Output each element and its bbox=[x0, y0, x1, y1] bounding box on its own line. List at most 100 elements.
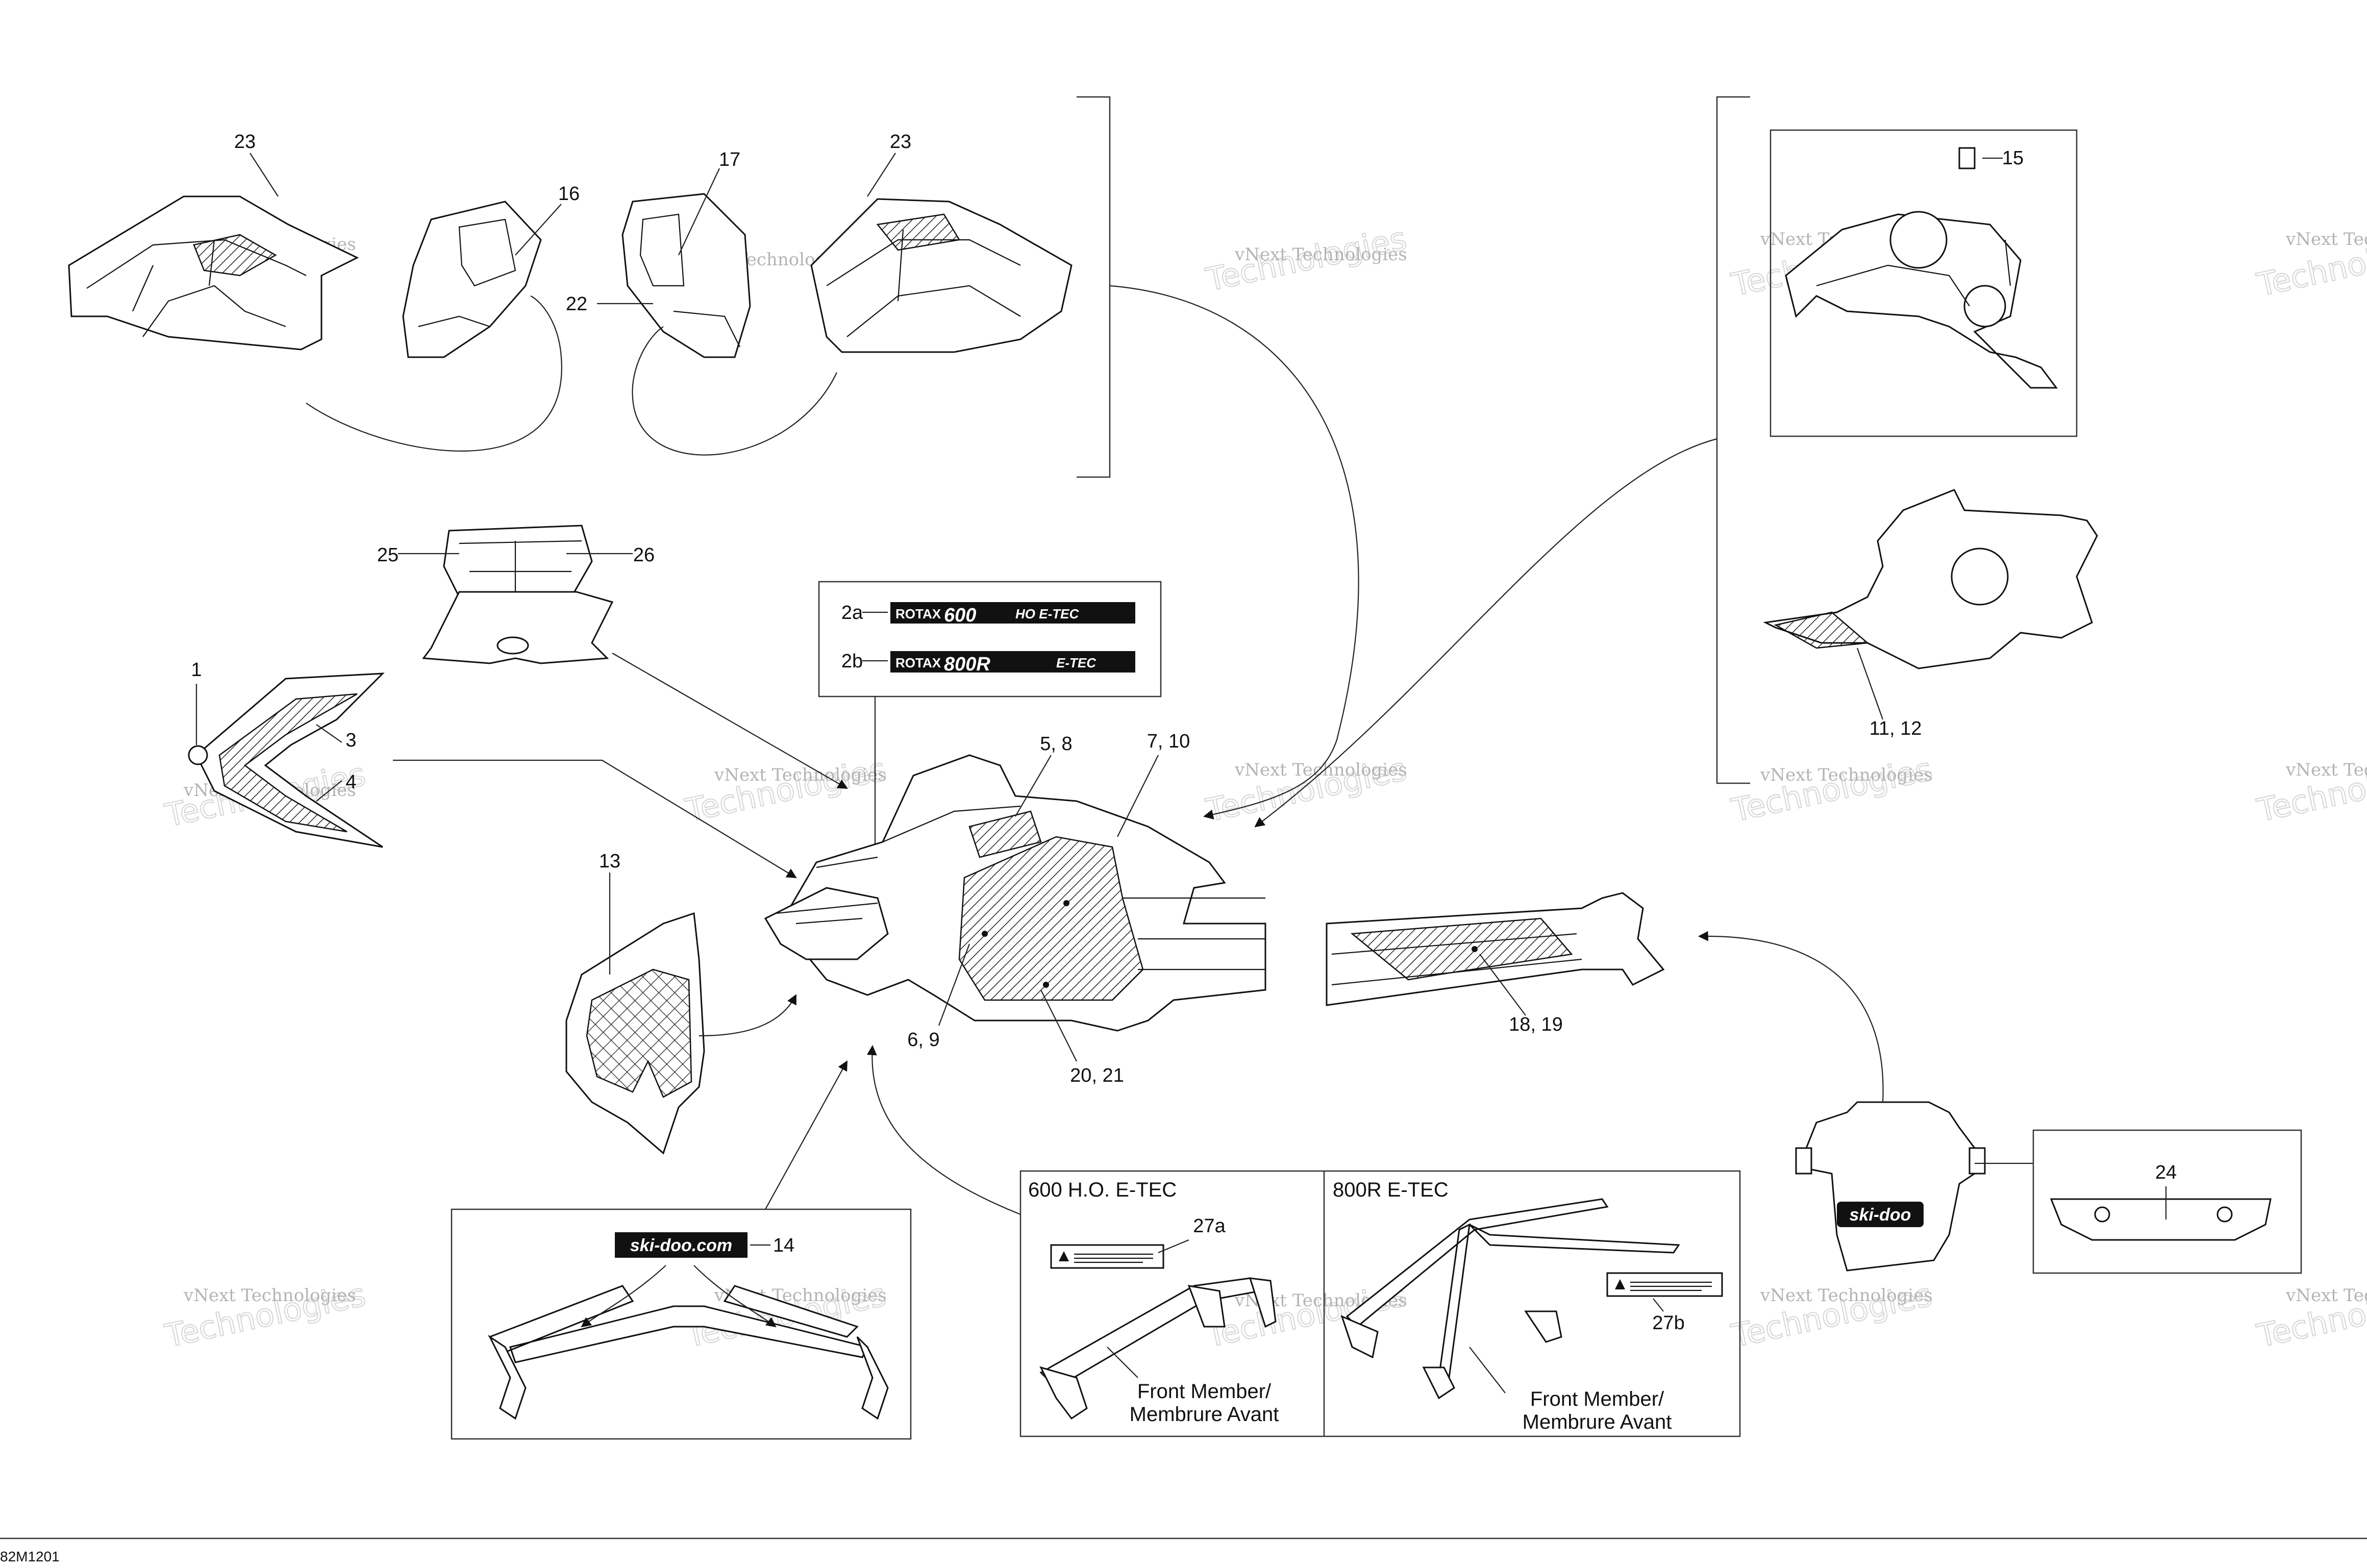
leader-line bbox=[250, 153, 279, 197]
leader-line bbox=[316, 780, 342, 802]
windshield-lower bbox=[422, 591, 614, 664]
skidoo-url-group: ski-doo.com bbox=[451, 1060, 912, 1440]
console-cap bbox=[1963, 285, 2006, 328]
console-upper-detail bbox=[1816, 239, 2011, 307]
callout-20-21: 20, 21 bbox=[1070, 1065, 1124, 1086]
front-member-600-mounts bbox=[1039, 1277, 1277, 1420]
nosepiece-group bbox=[188, 673, 797, 879]
warning-triangle-icon bbox=[1059, 1251, 1069, 1261]
left-inner-panel-detail bbox=[418, 218, 516, 328]
callout-15: 15 bbox=[2002, 147, 2024, 169]
callout-2a: 2a bbox=[841, 602, 863, 624]
leader-line bbox=[1015, 755, 1052, 817]
watermark: vNext Technologies bbox=[2285, 760, 2367, 780]
callout-16: 16 bbox=[558, 183, 580, 205]
warning-label-group bbox=[866, 1045, 1741, 1437]
rear-flap-group: ski-doo bbox=[1698, 931, 2302, 1274]
leader-arrow bbox=[393, 759, 797, 879]
left-side-panel-decal bbox=[193, 234, 277, 277]
watermark: vNext Technologies bbox=[183, 1285, 356, 1306]
callout-26: 26 bbox=[633, 544, 655, 566]
console-lower-decal bbox=[1774, 611, 1870, 649]
callout-4: 4 bbox=[345, 771, 356, 793]
right-side-panel-decal bbox=[876, 213, 961, 251]
rotax-600-decal: ROTAX 600 HO E-TEC bbox=[890, 602, 1135, 626]
left-side-panel bbox=[68, 195, 359, 351]
rotax-800-decal-bg bbox=[890, 651, 1135, 673]
decal-marker bbox=[1063, 900, 1069, 906]
callout-6-9: 6, 9 bbox=[907, 1029, 939, 1051]
rear-tunnel-decal bbox=[1350, 917, 1573, 981]
decal-marker bbox=[1472, 946, 1478, 952]
rotax-800-decal: ROTAX 800R E-TEC bbox=[890, 651, 1135, 675]
front-bumper-group bbox=[565, 873, 796, 1155]
leader-line bbox=[678, 168, 720, 256]
leader-curve-arrow bbox=[581, 1265, 666, 1328]
main-body-group bbox=[764, 754, 1266, 1062]
side-panels-group bbox=[68, 96, 1359, 819]
rotax-decal-frame bbox=[818, 581, 1162, 698]
leader-line bbox=[1107, 1347, 1138, 1378]
callout-23-left: 23 bbox=[234, 131, 256, 153]
callout-17: 17 bbox=[719, 149, 740, 170]
front-member-600-caption-2: Membrure Avant bbox=[1130, 1403, 1279, 1426]
watermark: vNext Technologies bbox=[1760, 1285, 1933, 1306]
rotax-600-suffix: HO E-TEC bbox=[1015, 606, 1079, 621]
watermark: vNext Technologies bbox=[2285, 1285, 2367, 1306]
callout-27a: 27a bbox=[1193, 1215, 1226, 1237]
rear-flap-rivet bbox=[2094, 1206, 2110, 1223]
front-member-800-caption-1: Front Member/ bbox=[1530, 1388, 1664, 1410]
watermark: vNext Technologies bbox=[1760, 765, 1933, 785]
console-clip bbox=[1958, 147, 1976, 169]
leader-line bbox=[1158, 1239, 1189, 1254]
rotax-decal-group: ROTAX 600 HO E-TEC ROTAX 800R E-TEC bbox=[818, 581, 1162, 852]
side-decal-upper bbox=[968, 810, 1042, 858]
rear-flap-rivet bbox=[2216, 1206, 2233, 1223]
headlight-assembly bbox=[764, 887, 889, 960]
diagram-code: 82M1201 bbox=[0, 1549, 60, 1564]
nosepiece-stripe bbox=[218, 693, 358, 833]
a-arm-spindles bbox=[488, 1334, 889, 1420]
watermark-layer: Technologies vNext Technologies vNext Te… bbox=[161, 219, 2367, 1355]
leader-curve-arrow bbox=[693, 1265, 777, 1328]
skidoo-url-frame bbox=[451, 1208, 912, 1440]
console-lower-gauge bbox=[1951, 547, 2009, 606]
ho-engine-header: 600 H.O. E-TEC bbox=[1028, 1179, 1177, 1201]
leader-line bbox=[1040, 989, 1077, 1062]
leader-curve-arrow bbox=[1698, 931, 1884, 1103]
rotax-800-suffix: E-TEC bbox=[1056, 655, 1097, 670]
callout-1: 1 bbox=[191, 659, 202, 681]
leader-line bbox=[1117, 755, 1159, 837]
rear-flap bbox=[1805, 1101, 1976, 1272]
skidoo-logo-decal-bg bbox=[1837, 1202, 1924, 1227]
rear-flap-bracket bbox=[1969, 1147, 1986, 1175]
right-inner-panel bbox=[621, 193, 751, 358]
body-detail-lines bbox=[775, 805, 1021, 925]
tunnel-group bbox=[1326, 892, 1665, 1016]
warning-label-600 bbox=[1050, 1244, 1164, 1269]
left-inner-panel bbox=[402, 201, 542, 358]
rotax-800-model: 800R bbox=[944, 654, 990, 675]
rotax-600-decal-bg bbox=[890, 602, 1135, 624]
watermark: vNext Technologies bbox=[2285, 229, 2367, 250]
rotax-600-brand: ROTAX bbox=[895, 606, 941, 621]
callout-13: 13 bbox=[599, 851, 620, 872]
windshield-logo-badge bbox=[496, 636, 529, 655]
callout-5-8: 5, 8 bbox=[1040, 733, 1072, 755]
nosepiece-logo bbox=[188, 745, 208, 765]
callout-11-12: 11, 12 bbox=[1870, 718, 1922, 739]
nosepiece bbox=[195, 673, 385, 848]
leader-line bbox=[1856, 648, 1884, 720]
warning-label-text-lines bbox=[1630, 1281, 1712, 1291]
watermark: vNext Technologies bbox=[1234, 760, 1407, 780]
leader-line bbox=[867, 153, 896, 197]
right-inner-panel-detail bbox=[639, 213, 740, 347]
leader-arrow bbox=[612, 653, 848, 789]
leader-curve-arrow bbox=[866, 1045, 1021, 1215]
callout-22: 22 bbox=[566, 293, 587, 315]
callout-27b: 27b bbox=[1652, 1312, 1684, 1334]
leader-curve-arrow bbox=[1109, 285, 1359, 819]
leader-line bbox=[1479, 954, 1526, 1016]
callout-25: 25 bbox=[377, 544, 398, 566]
